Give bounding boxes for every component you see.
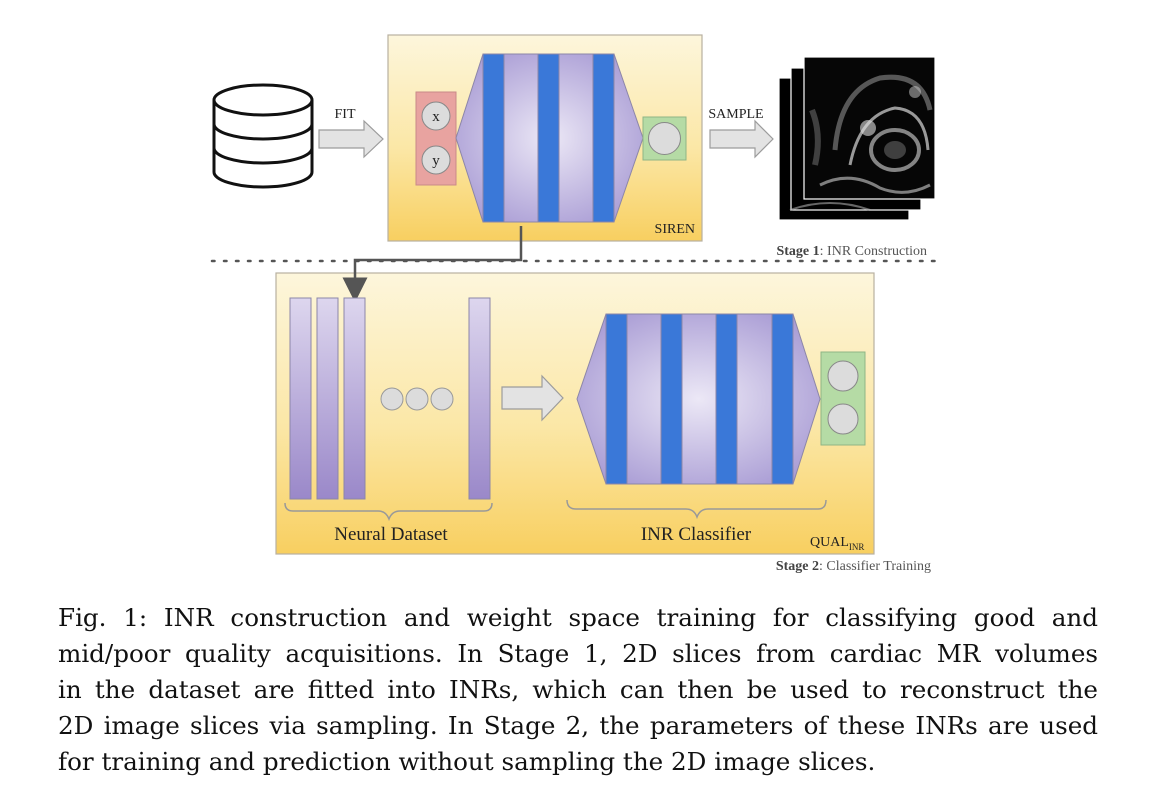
dataset-bar-1 [290, 298, 311, 499]
qual-sub: INR [849, 542, 865, 552]
fit-arrow [319, 121, 383, 157]
classifier-output-node-2 [828, 404, 858, 434]
classifier-layer-4 [772, 314, 793, 484]
siren-layer-2 [538, 54, 559, 222]
stage1-caption: Stage 1: INR Construction [776, 244, 927, 259]
siren-label: SIREN [655, 222, 695, 237]
inr-classifier-network [577, 314, 820, 484]
caption-line-5: for training and prediction without samp… [58, 744, 1098, 780]
classifier-layer-1 [606, 314, 627, 484]
stage2-bold: Stage 2 [776, 559, 819, 574]
dataset-bar-n [469, 298, 490, 499]
input-x-label: x [432, 109, 440, 125]
sample-label: SAMPLE [708, 107, 763, 122]
caption-line-2: mid/poor quality acquisitions. In Stage … [58, 636, 1098, 672]
caption-line-3: in the dataset are fitted into INRs, whi… [58, 672, 1098, 708]
siren-layer-3 [593, 54, 614, 222]
inr-classifier-label: INR Classifier [641, 524, 752, 545]
mr-slice-stack [779, 57, 935, 220]
caption-line-1: Fig. 1: INR construction and weight spac… [58, 600, 1098, 636]
output-node [649, 123, 681, 155]
ellipsis-dots [381, 388, 453, 410]
siren-layer-1 [483, 54, 504, 222]
siren-network [456, 54, 643, 222]
stage2-caption: Stage 2: Classifier Training [776, 559, 931, 574]
dataset-bar-2 [317, 298, 338, 499]
classifier-layer-3 [716, 314, 737, 484]
classifier-layer-2 [661, 314, 682, 484]
stage2-desc: : Classifier Training [819, 559, 931, 574]
neural-dataset-label: Neural Dataset [334, 524, 448, 545]
database-icon [214, 85, 312, 187]
fit-label: FIT [335, 107, 356, 122]
qual-main: QUAL [810, 535, 849, 550]
sample-arrow [710, 121, 773, 157]
dataset-bar-3 [344, 298, 365, 499]
stage1-desc: : INR Construction [820, 244, 927, 259]
figure-caption: Fig. 1: INR construction and weight spac… [58, 600, 1098, 780]
classifier-output-node-1 [828, 361, 858, 391]
caption-line-4: 2D image slices via sampling. In Stage 2… [58, 708, 1098, 744]
input-y-label: y [432, 153, 440, 169]
stage1-bold: Stage 1 [776, 244, 819, 259]
figure-diagram: FIT x y SIREN SAMPLE [0, 0, 1150, 590]
